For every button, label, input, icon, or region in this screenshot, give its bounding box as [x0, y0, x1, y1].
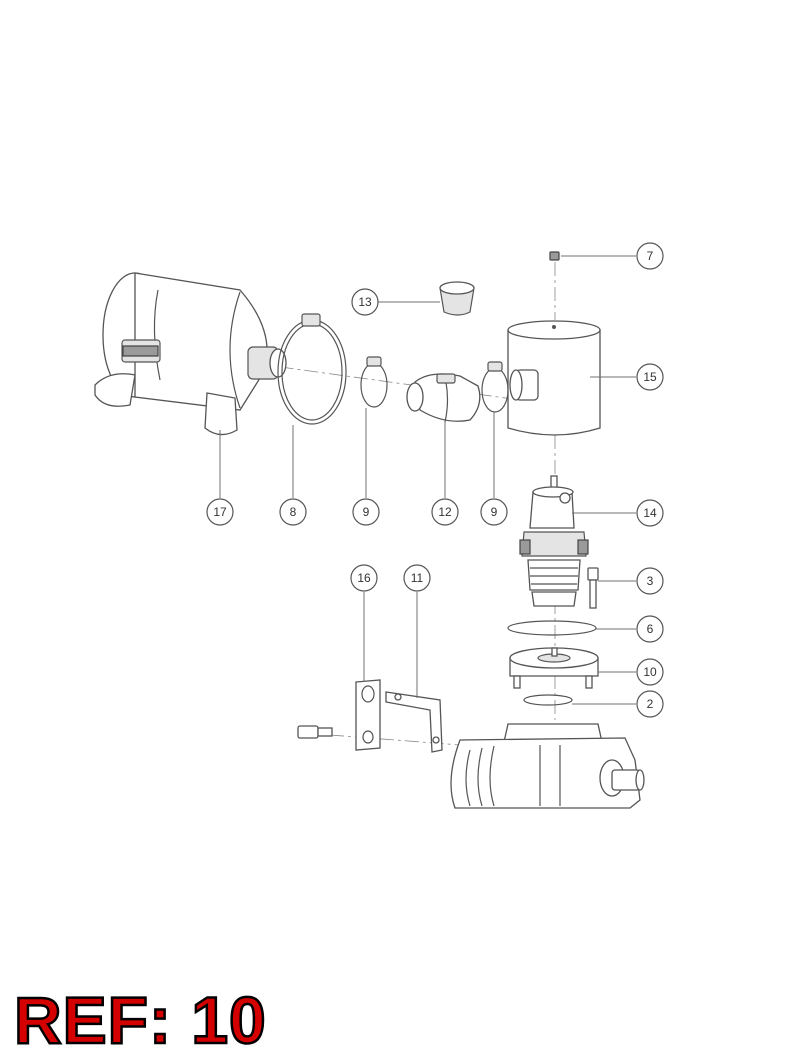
callout-2-label: 2 [647, 697, 654, 711]
assembly-axis-lines [229, 262, 556, 746]
callout-17: 17 [206, 498, 234, 526]
callout-12: 12 [431, 498, 459, 526]
callout-16-label: 16 [357, 571, 371, 585]
callout-11: 11 [403, 564, 431, 592]
callout-10-label: 10 [643, 665, 657, 679]
hose-clamp-left-drawing [360, 356, 388, 408]
flange-o-ring-drawing [523, 694, 573, 706]
callout-9-right: 9 [480, 498, 508, 526]
elbow-hose-drawing [406, 373, 481, 423]
callout-15: 15 [636, 363, 664, 391]
compressor-housing-drawing [450, 723, 645, 809]
callout-7: 7 [636, 242, 664, 270]
callout-14-label: 14 [643, 506, 657, 520]
callout-3-label: 3 [647, 574, 654, 588]
callout-15-label: 15 [643, 370, 657, 384]
callout-6-label: 6 [647, 622, 654, 636]
cap-nut-drawing [549, 251, 560, 261]
silencer-body-drawing [507, 320, 601, 436]
leader-lines [219, 255, 636, 705]
callout-6: 6 [636, 615, 664, 643]
callout-11-label: 11 [411, 571, 424, 585]
reference-label: REF: 10 [13, 982, 267, 1059]
callout-12-label: 12 [438, 505, 452, 519]
callout-8-label: 8 [290, 505, 297, 519]
callout-9-left: 9 [352, 498, 380, 526]
hose-clamp-right-drawing [481, 361, 509, 413]
callout-17-label: 17 [213, 505, 227, 519]
callout-13-label: 13 [358, 295, 372, 309]
unloader-valve-drawing [519, 475, 589, 607]
bolt-drawing [297, 725, 333, 739]
callout-10: 10 [636, 658, 664, 686]
adapter-flange-drawing [509, 647, 599, 689]
callout-2: 2 [636, 690, 664, 718]
callout-16: 16 [350, 564, 378, 592]
air-filter-drawing [94, 272, 287, 436]
callout-14: 14 [636, 499, 664, 527]
callout-9-right-label: 9 [491, 505, 498, 519]
large-clamp-ring-drawing [277, 313, 347, 425]
callout-8: 8 [279, 498, 307, 526]
callout-9-left-label: 9 [363, 505, 370, 519]
callout-13: 13 [351, 288, 379, 316]
flat-bracket-drawing [355, 679, 381, 751]
callout-3: 3 [636, 567, 664, 595]
rubber-cap-drawing [439, 281, 475, 316]
o-ring-drawing [507, 620, 597, 636]
callout-7-label: 7 [647, 249, 654, 263]
cap-screw-drawing [587, 567, 599, 609]
angle-bracket-drawing [385, 691, 443, 753]
